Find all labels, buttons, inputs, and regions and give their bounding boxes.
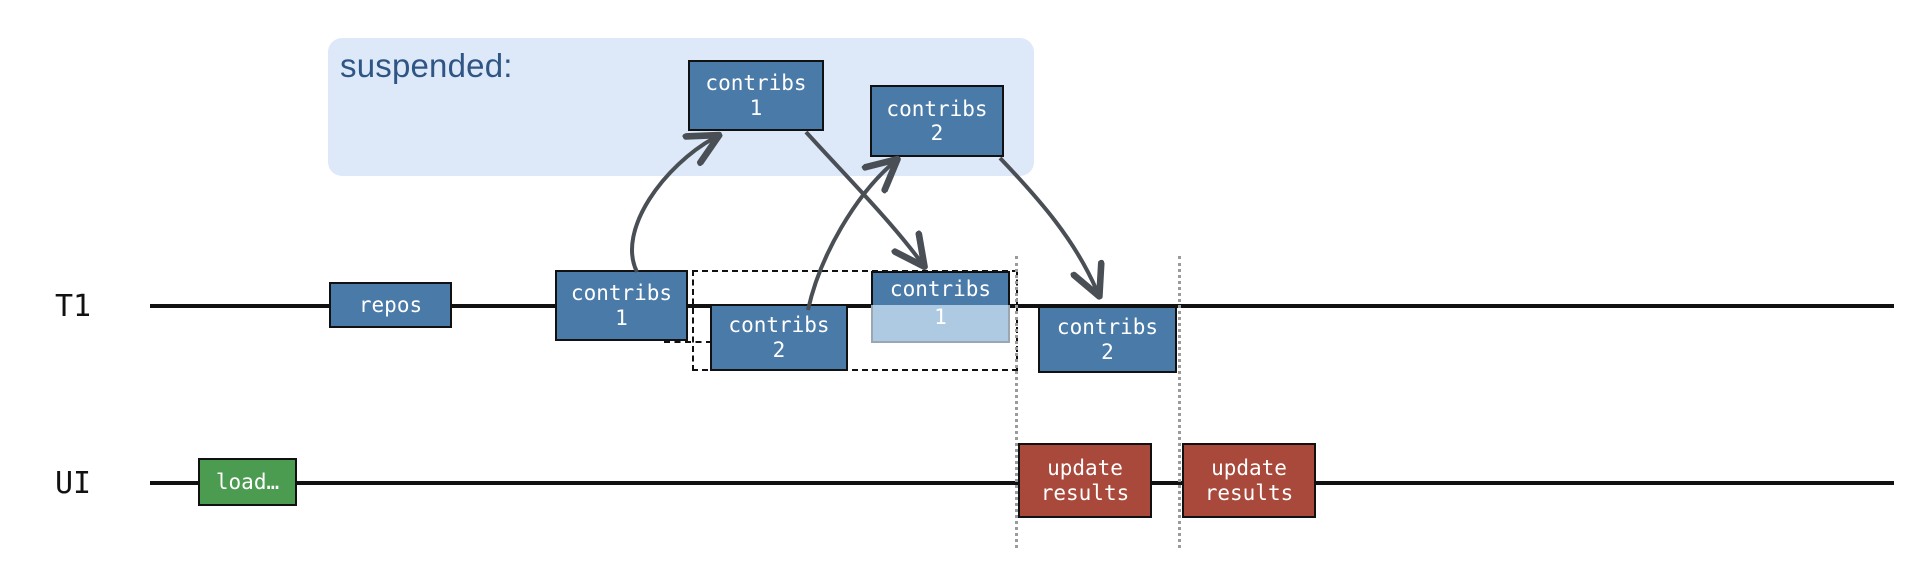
t1-node-contribs-2[interactable]: contribs 2 [710, 304, 848, 371]
arrow-contribs1-suspend [630, 138, 714, 273]
arrow-contribs1-resume [804, 130, 921, 262]
t1-node-contribs-1-faded[interactable]: 1 [871, 305, 1010, 343]
ui-node-load[interactable]: load… [198, 458, 297, 506]
lane-line-t1 [150, 304, 1894, 308]
time-guide-left [1015, 256, 1018, 548]
lane-label-t1: T1 [55, 289, 92, 324]
node-line-1: contribs [570, 281, 673, 306]
ui-node-update-results-2[interactable]: update results [1182, 443, 1316, 518]
node-line-2: 2 [1101, 339, 1114, 364]
node-line-2: 1 [934, 305, 947, 329]
t1-node-contribs-1-replay[interactable]: contribs [871, 271, 1010, 305]
node-line-1: repos [358, 292, 423, 317]
suspended-node-contribs-1[interactable]: contribs 1 [688, 60, 824, 131]
node-line-2: 2 [772, 337, 786, 362]
t1-node-contribs-1[interactable]: contribs 1 [555, 270, 688, 341]
arrow-contribs2-resume [998, 156, 1097, 291]
node-line-1: contribs [886, 96, 988, 121]
lane-label-ui: UI [55, 466, 92, 501]
node-line-1: contribs [728, 313, 830, 338]
node-line-2: results [1204, 480, 1294, 505]
time-guide-right [1178, 256, 1181, 548]
node-line-1: contribs [705, 71, 807, 96]
node-line-1: contribs [1056, 315, 1159, 340]
suspended-node-contribs-2[interactable]: contribs 2 [870, 85, 1004, 157]
ui-node-update-results-1[interactable]: update results [1018, 443, 1152, 518]
arrow-contribs2-suspend [806, 163, 893, 311]
node-line-1: update [1047, 456, 1123, 481]
t1-node-repos[interactable]: repos [329, 282, 452, 328]
node-line-1: contribs [889, 277, 992, 301]
t1-node-contribs-2-final[interactable]: contribs 2 [1038, 306, 1177, 373]
dashed-segment-left [664, 341, 712, 343]
node-line-1: load… [215, 469, 280, 494]
node-line-2: results [1040, 480, 1130, 505]
node-line-1: update [1211, 456, 1287, 481]
node-line-2: 1 [615, 305, 628, 330]
node-line-2: 1 [749, 95, 763, 120]
suspended-panel-label: suspended: [340, 47, 513, 84]
node-line-2: 2 [930, 121, 944, 145]
